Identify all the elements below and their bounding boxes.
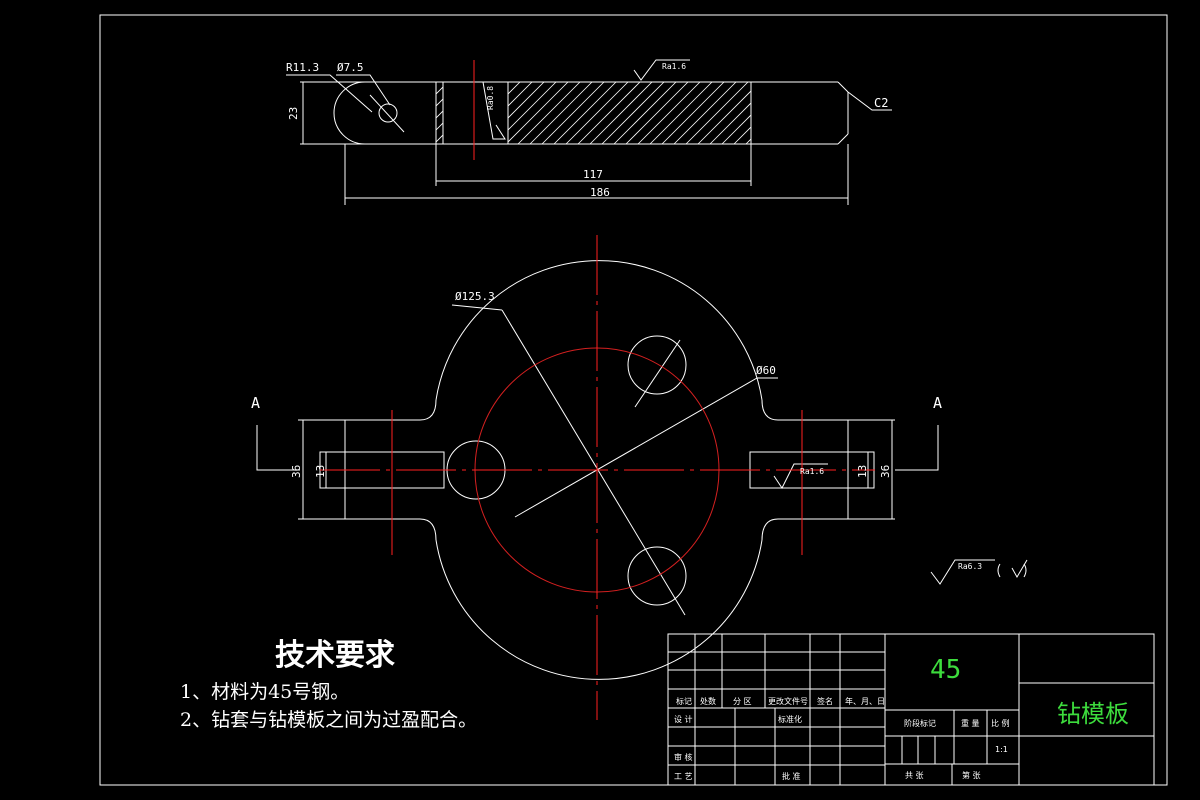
slot-width-left: 36 bbox=[290, 465, 303, 478]
hatch-line bbox=[733, 126, 751, 144]
height-dimension: 23 bbox=[287, 107, 300, 120]
hatch-line bbox=[601, 82, 665, 144]
hatch-line bbox=[436, 98, 443, 107]
hatch-line bbox=[577, 82, 641, 144]
hatch-line bbox=[709, 102, 751, 144]
tb-standardize: 标准化 bbox=[778, 715, 802, 724]
slot-roughness: Ra1.6 bbox=[800, 467, 824, 476]
tb-ratio: 比 例 bbox=[991, 719, 1010, 728]
radius-label: R11.3 bbox=[286, 61, 319, 74]
tb-approve: 批 准 bbox=[782, 772, 801, 781]
hatch-line bbox=[508, 82, 521, 95]
tb-material: 45 bbox=[930, 655, 962, 685]
slot-width-right: 36 bbox=[879, 465, 892, 478]
roughness-side: Ra0.8 bbox=[486, 86, 495, 110]
section-marker-left: A bbox=[251, 394, 260, 412]
tb-sheets-total: 共 张 bbox=[905, 771, 924, 780]
drawing-border bbox=[99, 14, 1168, 786]
tb-header-count: 处数 bbox=[700, 697, 716, 706]
hatch-line bbox=[517, 82, 581, 144]
hatch-line bbox=[697, 90, 751, 144]
hole-bottom-right bbox=[627, 546, 687, 606]
hatch-line bbox=[565, 82, 629, 144]
hatch-line bbox=[721, 114, 751, 144]
general-roughness: Ra6.3 bbox=[958, 562, 982, 571]
hole-top-right bbox=[627, 335, 687, 395]
tb-designer: 设 计 bbox=[674, 715, 693, 724]
title-block bbox=[667, 633, 1155, 786]
slot-height-right: 13 bbox=[856, 465, 869, 478]
plan-centerlines bbox=[320, 235, 875, 720]
tb-header-signature: 签名 bbox=[817, 697, 833, 706]
hatch-line bbox=[589, 82, 653, 144]
hole-diameter-label: Ø7.5 bbox=[337, 61, 364, 74]
tb-header-date: 年、月、日 bbox=[845, 697, 885, 706]
hatch-line bbox=[508, 82, 557, 131]
dimension-186: 186 bbox=[590, 186, 610, 199]
section-marker-right: A bbox=[933, 394, 942, 412]
general-roughness-symbol bbox=[930, 559, 1028, 585]
requirements-title: 技术要求 bbox=[275, 638, 395, 673]
hatch-line bbox=[508, 82, 533, 107]
hatch-line bbox=[541, 82, 605, 144]
tb-weight: 重 量 bbox=[961, 719, 980, 728]
outer-diameter-label: Ø125.3 bbox=[455, 290, 495, 303]
requirement-item-1: 1、材料为45号钢。 bbox=[180, 681, 350, 703]
chamfer-label: C2 bbox=[874, 96, 888, 110]
hatch-line bbox=[649, 82, 713, 144]
tb-part-name: 钻模板 bbox=[1057, 700, 1129, 728]
hatch-line bbox=[436, 110, 443, 119]
small-hole bbox=[378, 103, 398, 123]
hatch-line bbox=[508, 82, 545, 119]
hatch-line bbox=[673, 82, 737, 144]
tb-header-mark: 标记 bbox=[676, 697, 692, 706]
section-hatching bbox=[436, 82, 751, 144]
hatch-line bbox=[637, 82, 701, 144]
dimension-117: 117 bbox=[583, 168, 603, 181]
tb-process: 工 艺 bbox=[674, 772, 693, 781]
roughness-top: Ra1.6 bbox=[662, 62, 686, 71]
hatch-line bbox=[436, 82, 437, 83]
hatch-line bbox=[436, 122, 443, 131]
hatch-line bbox=[508, 82, 569, 143]
hatch-line bbox=[685, 82, 749, 144]
hatch-line bbox=[508, 82, 509, 83]
hatch-line bbox=[661, 82, 725, 144]
hatch-line bbox=[436, 86, 443, 95]
tb-review: 审 核 bbox=[674, 753, 693, 762]
tb-scale-value: 1:1 bbox=[995, 745, 1008, 754]
bolt-circle-label: Ø60 bbox=[756, 364, 776, 377]
requirement-item-2: 2、钻套与钻模板之间为过盈配合。 bbox=[180, 709, 478, 731]
hatch-line bbox=[625, 82, 689, 144]
tb-sheet-no: 第 张 bbox=[962, 771, 981, 780]
hatch-line bbox=[553, 82, 617, 144]
hatch-line bbox=[529, 82, 593, 144]
slot-height-left: 13 bbox=[314, 465, 327, 478]
hatch-line bbox=[745, 138, 751, 144]
top-view bbox=[286, 59, 892, 205]
tb-header-zone: 分 区 bbox=[733, 697, 752, 706]
hatch-line bbox=[613, 82, 677, 144]
tb-header-change-doc: 更改文件号 bbox=[768, 697, 808, 706]
tb-stage-mark: 阶段标记 bbox=[904, 719, 936, 728]
